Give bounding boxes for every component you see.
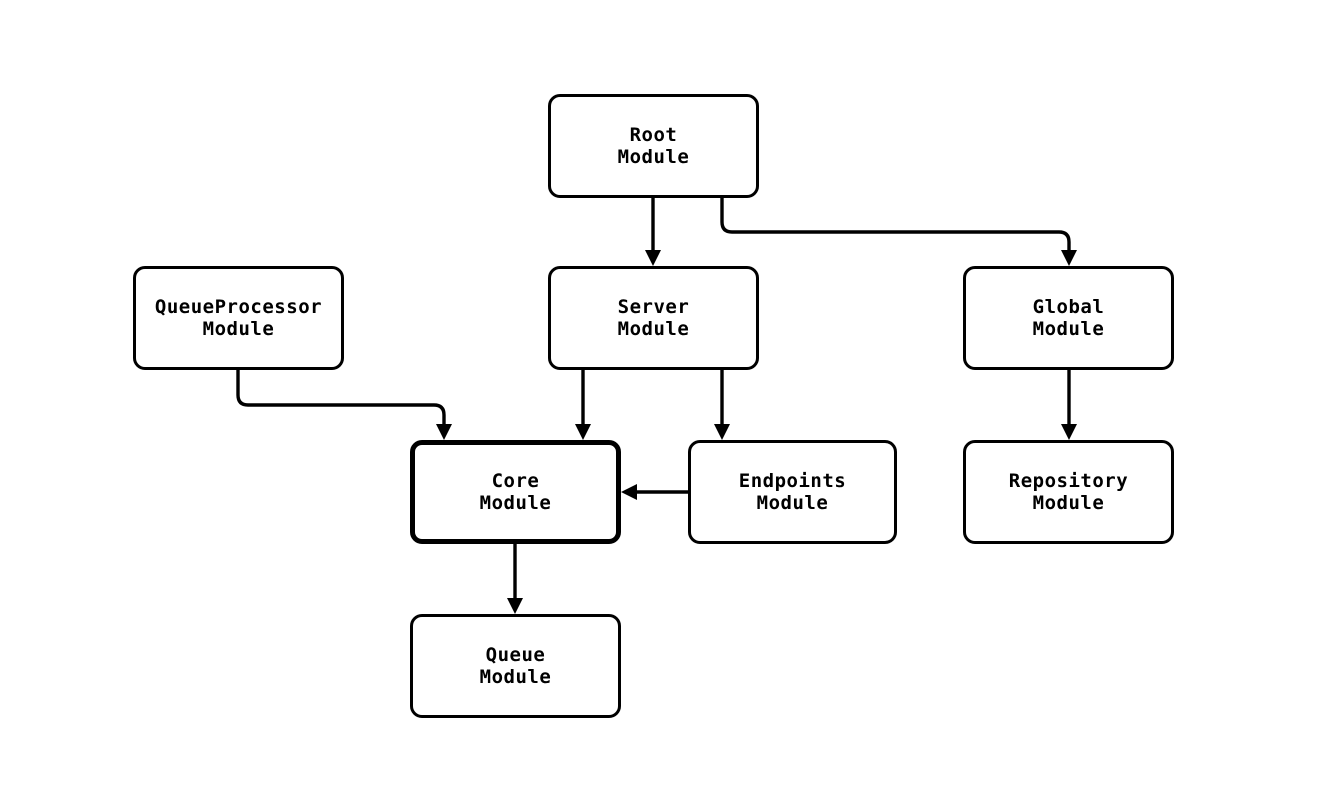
node-queue[interactable]: Queue Module: [410, 614, 621, 718]
arrowhead-root-server: [645, 250, 661, 266]
arrowhead-core-queue: [507, 598, 523, 614]
arrowhead-endpoints-core: [621, 484, 637, 500]
node-label-core: Core Module: [479, 470, 552, 514]
node-label-root: Root Module: [617, 124, 690, 168]
node-label-repository: Repository Module: [1008, 470, 1129, 514]
edge-line-queueprocessor-core: [236, 370, 446, 432]
edge-global-repository: [1061, 370, 1077, 440]
node-label-global: Global Module: [1032, 296, 1105, 340]
edge-server-endpoints: [714, 370, 730, 440]
arrowhead-global-repository: [1061, 424, 1077, 440]
node-server[interactable]: Server Module: [548, 266, 759, 370]
node-label-queueprocessor: QueueProcessor Module: [154, 296, 323, 340]
node-queueprocessor[interactable]: QueueProcessor Module: [133, 266, 344, 370]
node-label-queue: Queue Module: [479, 644, 552, 688]
edge-root-server: [645, 198, 661, 266]
arrowhead-server-core: [575, 424, 591, 440]
edge-queueprocessor-core: [236, 370, 452, 440]
edge-line-root-global: [720, 198, 1071, 258]
arrowhead-root-global: [1061, 250, 1077, 266]
node-label-server: Server Module: [617, 296, 690, 340]
edge-root-global: [720, 198, 1077, 266]
arrowhead-queueprocessor-core: [436, 424, 452, 440]
node-root[interactable]: Root Module: [548, 94, 759, 198]
edge-core-queue: [507, 544, 523, 614]
arrowhead-server-endpoints: [714, 424, 730, 440]
node-global[interactable]: Global Module: [963, 266, 1174, 370]
node-label-endpoints: Endpoints Module: [738, 470, 847, 514]
edge-endpoints-core: [621, 484, 688, 500]
node-core[interactable]: Core Module: [410, 440, 621, 544]
node-endpoints[interactable]: Endpoints Module: [688, 440, 897, 544]
edge-server-core: [575, 370, 591, 440]
node-repository[interactable]: Repository Module: [963, 440, 1174, 544]
